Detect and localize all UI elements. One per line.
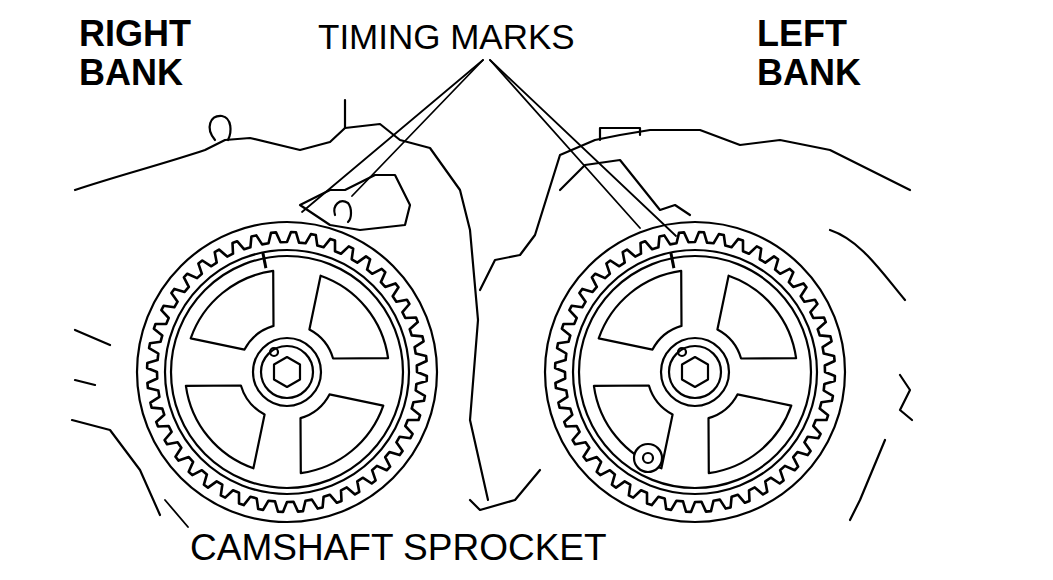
sprocket-housing <box>137 222 437 522</box>
sprocket-ring <box>171 256 403 488</box>
timing-mark <box>263 252 266 268</box>
leader-line <box>490 60 640 228</box>
sprocket-window <box>301 394 384 473</box>
camshaft-bolt <box>682 357 708 387</box>
bank-label: LEFT BANK <box>757 15 907 93</box>
sprocket-ring <box>165 250 409 494</box>
sprocket-hub <box>661 338 729 406</box>
cylinder-head-outline <box>210 116 231 140</box>
leader-line <box>165 500 188 527</box>
cylinder-head-outline <box>334 201 351 222</box>
cylinder-head-outline <box>300 175 410 230</box>
dowel-pin <box>634 444 662 472</box>
cylinder-head-outline <box>600 128 640 140</box>
leader-line <box>490 60 676 236</box>
sprocket-window <box>191 271 274 350</box>
hub-pin <box>678 348 686 356</box>
sprocket-hub <box>261 346 313 398</box>
sprocket-window <box>717 276 796 359</box>
leader-line <box>352 60 483 196</box>
sprocket-hub <box>253 338 321 406</box>
sprocket-ring <box>579 256 811 488</box>
sprocket-window <box>709 394 792 473</box>
leader-line <box>302 60 483 212</box>
sprocket-window <box>599 271 682 350</box>
callout-label: TIMING MARKS <box>318 18 658 56</box>
sprocket-window <box>186 386 265 469</box>
timing-mark <box>671 252 674 268</box>
part-label: CAMSHAFT SPROCKET <box>190 528 710 568</box>
bank-label: RIGHT BANK <box>79 15 229 93</box>
cylinder-head-outline <box>470 470 540 510</box>
sprocket-teeth <box>555 232 835 512</box>
sprocket-teeth <box>147 232 427 512</box>
camshaft-bolt <box>274 357 300 387</box>
hub-pin <box>270 348 278 356</box>
cylinder-head-outline <box>344 100 346 128</box>
sprocket-window <box>309 276 388 359</box>
dowel-pin <box>643 453 653 463</box>
sprocket-hub <box>669 346 721 398</box>
sprocket-ring <box>573 250 817 494</box>
sprocket-housing <box>545 222 845 522</box>
